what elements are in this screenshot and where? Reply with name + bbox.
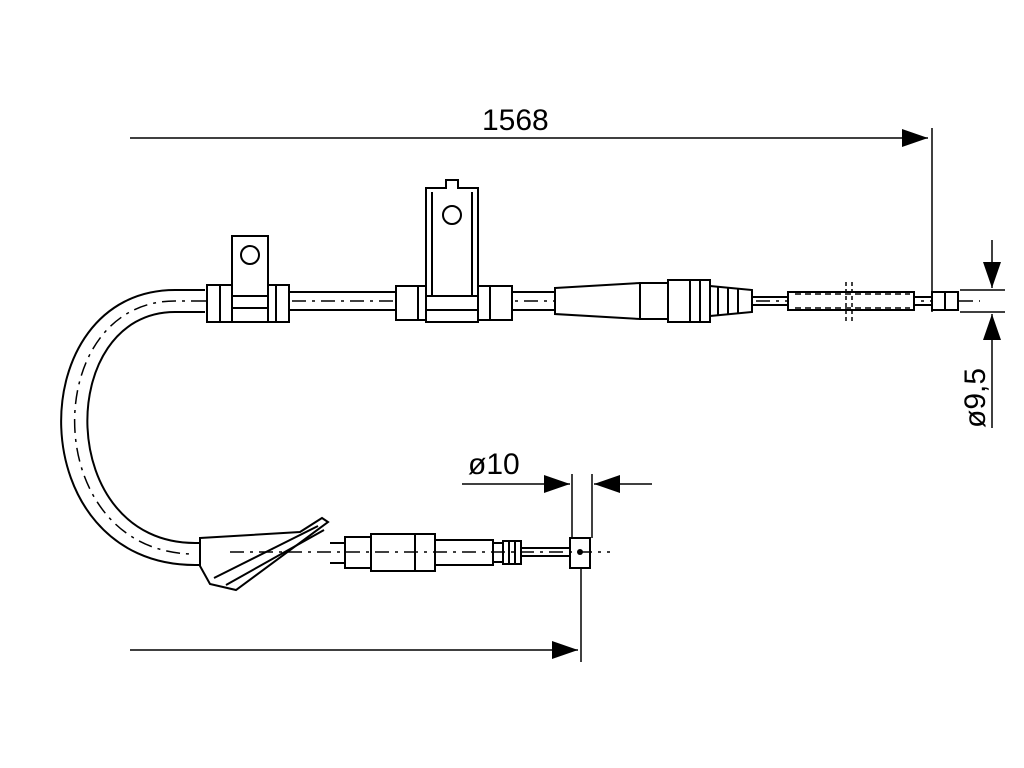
lower-end-fitting [199,516,610,592]
left-bracket [206,235,290,323]
diameter-right-label: ø9,5 [959,368,992,428]
diameter-right-dimension: ø9,5 [959,240,1005,428]
length-dimension: 1568 [130,104,933,312]
diameter-bottom-label: ø10 [468,448,520,481]
bottom-reference-line [130,568,582,662]
diameter-bottom-dimension: ø10 [462,448,652,538]
right-end-fitting [554,279,959,323]
cable-sheath [60,289,980,566]
middle-bracket [395,179,513,323]
length-label: 1568 [482,104,549,137]
